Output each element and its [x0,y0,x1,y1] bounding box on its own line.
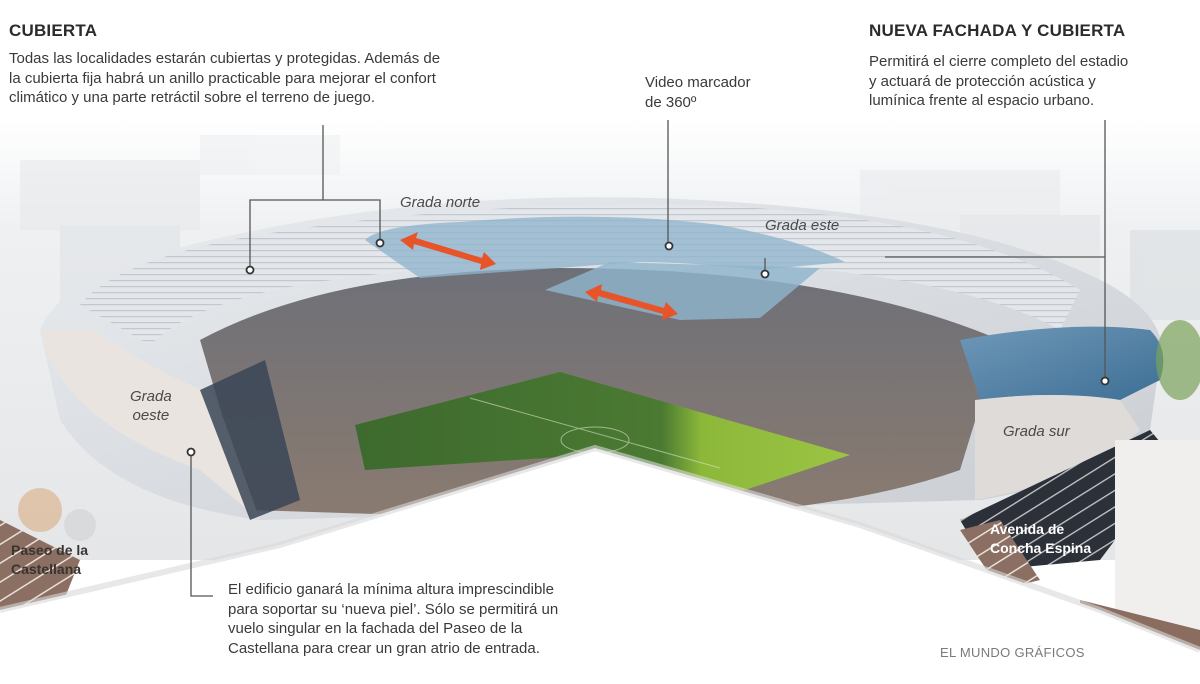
west-facade [40,330,260,520]
football-pitch [355,372,850,505]
concha-espina-label: Avenida de Concha Espina [990,521,1092,556]
cubierta-description: Todas las localidades estarán cubiertas … [9,50,441,106]
west-stairs [200,360,300,520]
south-facade [975,395,1140,500]
callout-dots [186,238,1110,457]
road-castellana [0,520,80,610]
retractable-arrows [400,232,678,320]
cubierta-heading: CUBIERTA [9,21,98,40]
grada-sur-label: Grada sur [1003,423,1070,440]
building-right [1115,440,1200,630]
nueva-fachada-description: Permitirá el cierre completo del estadio… [869,53,1129,109]
retractable-roof-panel [545,262,820,320]
callout-lines [190,120,1106,597]
grada-oeste-label: Grada oeste [130,388,172,424]
edificio-description: El edificio ganará la mínima altura impr… [228,581,559,657]
nueva-fachada-heading: NUEVA FACHADA Y CUBIERTA [869,21,1126,40]
roof-ring [80,204,1080,345]
credit-el-mundo-graficos: EL MUNDO GRÁFICOS [940,645,1085,660]
grada-norte-label: Grada norte [400,194,481,211]
trees-right [1156,320,1200,400]
grada-este-label: Grada este [765,217,840,234]
foreground-cut [0,448,1200,684]
paseo-castellana-label: Paseo de la Castellana [11,542,89,577]
video-marcador-label: Video marcador de 360º [645,74,751,111]
south-facade-blue [960,326,1164,400]
